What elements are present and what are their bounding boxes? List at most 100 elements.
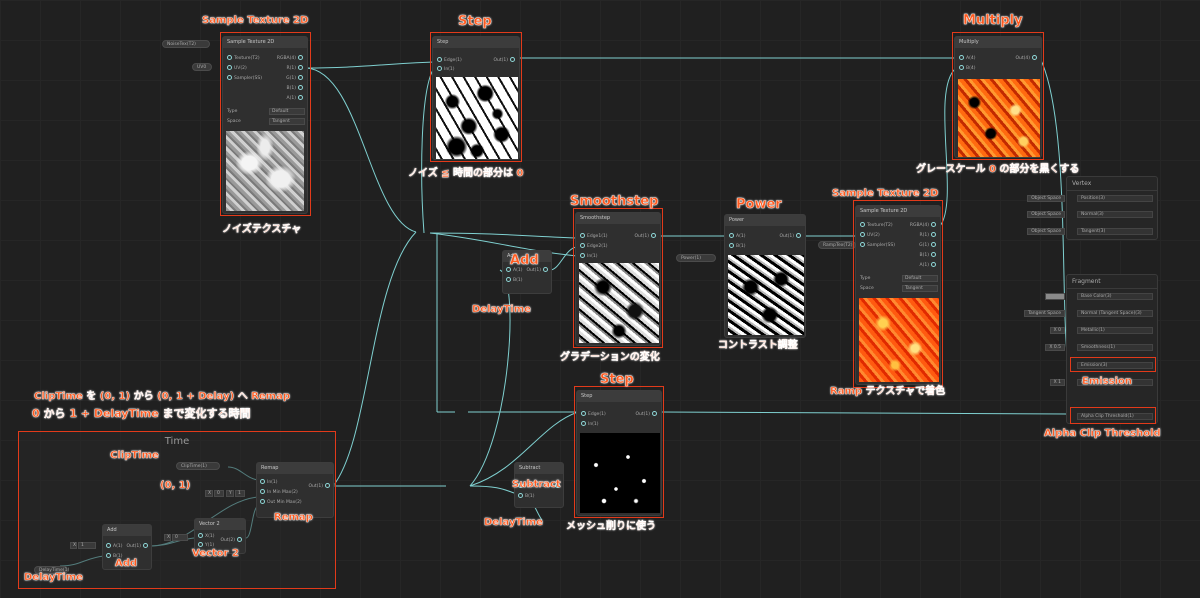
port-out[interactable]: Out(1) xyxy=(779,233,801,239)
port-out[interactable]: Out(1) xyxy=(126,543,148,549)
port-b-out[interactable]: B(1) xyxy=(287,85,303,91)
port-uv-in[interactable]: UV(2) xyxy=(227,65,247,71)
vector2-x-value[interactable]: 0 xyxy=(172,534,188,541)
port-in-in[interactable]: In(1) xyxy=(580,253,598,259)
port-out[interactable]: Out(1) xyxy=(634,233,656,239)
multiply-node[interactable]: Multiply A(4) B(4) Out(4) xyxy=(954,36,1042,158)
port-out[interactable]: Out(1) xyxy=(526,267,548,273)
color-swatch[interactable] xyxy=(1045,293,1065,300)
power-node[interactable]: Power A(1) B(1) Out(1) xyxy=(724,214,806,338)
value-field[interactable]: X 1 xyxy=(1049,379,1065,386)
space-dropdown[interactable]: Object Space xyxy=(1027,211,1065,218)
ramp-tex-pill[interactable]: RampTex(T2) xyxy=(818,241,856,249)
type-dropdown[interactable]: Default xyxy=(902,275,938,282)
port-texture-in[interactable]: Texture(T2) xyxy=(227,55,260,61)
power-pill[interactable]: Power(1) xyxy=(676,254,716,262)
port-b-in[interactable]: B(1) xyxy=(106,553,122,559)
port-label: Out(1) xyxy=(308,484,323,489)
uv-pill[interactable]: UV0 xyxy=(192,63,212,71)
inminmax-y-value[interactable]: 1 xyxy=(235,490,245,497)
port-a-in[interactable]: A(1) xyxy=(106,543,122,549)
add2-x-value[interactable]: 1 xyxy=(78,542,96,549)
port-uv-in[interactable]: UV(2) xyxy=(860,232,880,238)
space-dropdown[interactable]: Tangent xyxy=(902,285,938,292)
smoothstep-node[interactable]: Smoothstep Edge1(1) Edge2(1) In(1) Out(1… xyxy=(575,212,661,346)
annotation-subtract: Subtract xyxy=(512,479,561,490)
port-out[interactable]: Out(1) xyxy=(493,57,515,63)
port-out[interactable]: Out(2) xyxy=(220,537,242,543)
port-a-out[interactable]: A(1) xyxy=(920,262,936,268)
delaytime-pill[interactable]: DelayTime(1) xyxy=(34,566,69,574)
port-a-in[interactable]: A(1) xyxy=(506,267,522,273)
step-node-2[interactable]: Step Edge(1) In(1) Out(1) xyxy=(576,390,662,516)
sample-texture-node-2[interactable]: Sample Texture 2D Texture(T2) UV(2) Samp… xyxy=(855,205,941,385)
space-dropdown[interactable]: Tangent Space xyxy=(1024,310,1065,317)
port-b-in[interactable]: B(1) xyxy=(518,493,534,499)
port-edge-in[interactable]: Edge(1) xyxy=(581,411,606,417)
port-in-in[interactable]: In(1) xyxy=(437,66,455,72)
port-a-out[interactable]: A(1) xyxy=(287,95,303,101)
fragment-alpha-clip[interactable]: Alpha Clip Threshold(1) xyxy=(1067,412,1157,421)
port-out[interactable]: Out(1) xyxy=(538,483,560,489)
port-in[interactable]: In(1) xyxy=(260,479,278,485)
port-rgba-out[interactable]: RGBA(4) xyxy=(277,55,303,61)
space-dropdown[interactable]: Tangent xyxy=(269,118,305,125)
port-texture-in[interactable]: Texture(T2) xyxy=(860,222,893,228)
port-edge-in[interactable]: Edge(1) xyxy=(437,57,462,63)
port-out[interactable]: Out(1) xyxy=(308,483,330,489)
space-dropdown[interactable]: Object Space xyxy=(1027,228,1065,235)
port-b-in[interactable]: B(4) xyxy=(959,65,975,71)
port-edge1-in[interactable]: Edge1(1) xyxy=(580,233,608,239)
port-label: UV(2) xyxy=(867,233,880,238)
value-field[interactable]: X 0 xyxy=(1049,327,1065,334)
port-out[interactable]: Out(1) xyxy=(635,411,657,417)
value-field[interactable]: X 0.5 xyxy=(1045,344,1065,351)
inminmax-x-value[interactable]: 0 xyxy=(214,490,224,497)
port-g-out[interactable]: G(1) xyxy=(286,75,303,81)
subtract-node[interactable]: Subtract A(1) B(1) Out(1) xyxy=(514,462,564,508)
step-node-1[interactable]: Step Edge(1) In(1) Out(1) xyxy=(432,36,520,160)
cliptime-pill[interactable]: ClipTime(1) xyxy=(176,462,220,470)
port-edge2-in[interactable]: Edge2(1) xyxy=(580,243,608,249)
vector2-node[interactable]: Vector 2 X(1) Y(1) Out(2) xyxy=(194,518,246,554)
port-out-minmax[interactable]: Out Min Max(2) xyxy=(260,499,302,505)
annotation-smoothstep: Smoothstep xyxy=(570,194,659,209)
port-a-in[interactable]: A(1) xyxy=(729,233,745,239)
port-sampler-in[interactable]: Sampler(SS) xyxy=(227,75,262,81)
port-sampler-in[interactable]: Sampler(SS) xyxy=(860,242,895,248)
port-b-in[interactable]: B(1) xyxy=(729,243,745,249)
space-dropdown[interactable]: Object Space xyxy=(1027,195,1065,202)
add-node-1[interactable]: Add A(1) B(1) Out(1) xyxy=(502,250,552,294)
port-rgba-out[interactable]: RGBA(4) xyxy=(910,222,936,228)
port-b-out[interactable]: B(1) xyxy=(920,252,936,258)
annotation-step1: Step xyxy=(458,14,492,29)
noise-tex-pill[interactable]: NoiseTex(T2) xyxy=(162,40,210,48)
port-label: Edge2(1) xyxy=(587,244,608,249)
add-node-2[interactable]: Add A(1) B(1) Out(1) xyxy=(102,524,152,570)
port-a-in[interactable]: A(1) xyxy=(518,483,534,489)
port-g-out[interactable]: G(1) xyxy=(919,242,936,248)
fragment-base-color[interactable]: Base Color(3) xyxy=(1045,292,1157,301)
port-in-in[interactable]: In(1) xyxy=(581,421,599,427)
port-r-out[interactable]: R(1) xyxy=(919,232,936,238)
port-r-out[interactable]: R(1) xyxy=(286,65,303,71)
fragment-emission[interactable]: Emission(3) xyxy=(1067,361,1157,370)
remap-node[interactable]: Remap In(1) In Min Max(2) Out Min Max(2)… xyxy=(256,462,334,518)
port-b-in[interactable]: B(1) xyxy=(506,277,522,283)
type-dropdown[interactable]: Default xyxy=(269,108,305,115)
port-in-minmax[interactable]: In Min Max(2) xyxy=(260,489,298,495)
port-x-in[interactable]: X(1) xyxy=(198,533,214,539)
sample-texture-node-1[interactable]: Sample Texture 2D Texture(T2) UV(2) Samp… xyxy=(222,36,308,214)
port-y-in[interactable]: Y(1) xyxy=(198,542,214,548)
port-out[interactable]: Out(4) xyxy=(1015,55,1037,61)
port-a-in[interactable]: A(4) xyxy=(959,55,975,61)
